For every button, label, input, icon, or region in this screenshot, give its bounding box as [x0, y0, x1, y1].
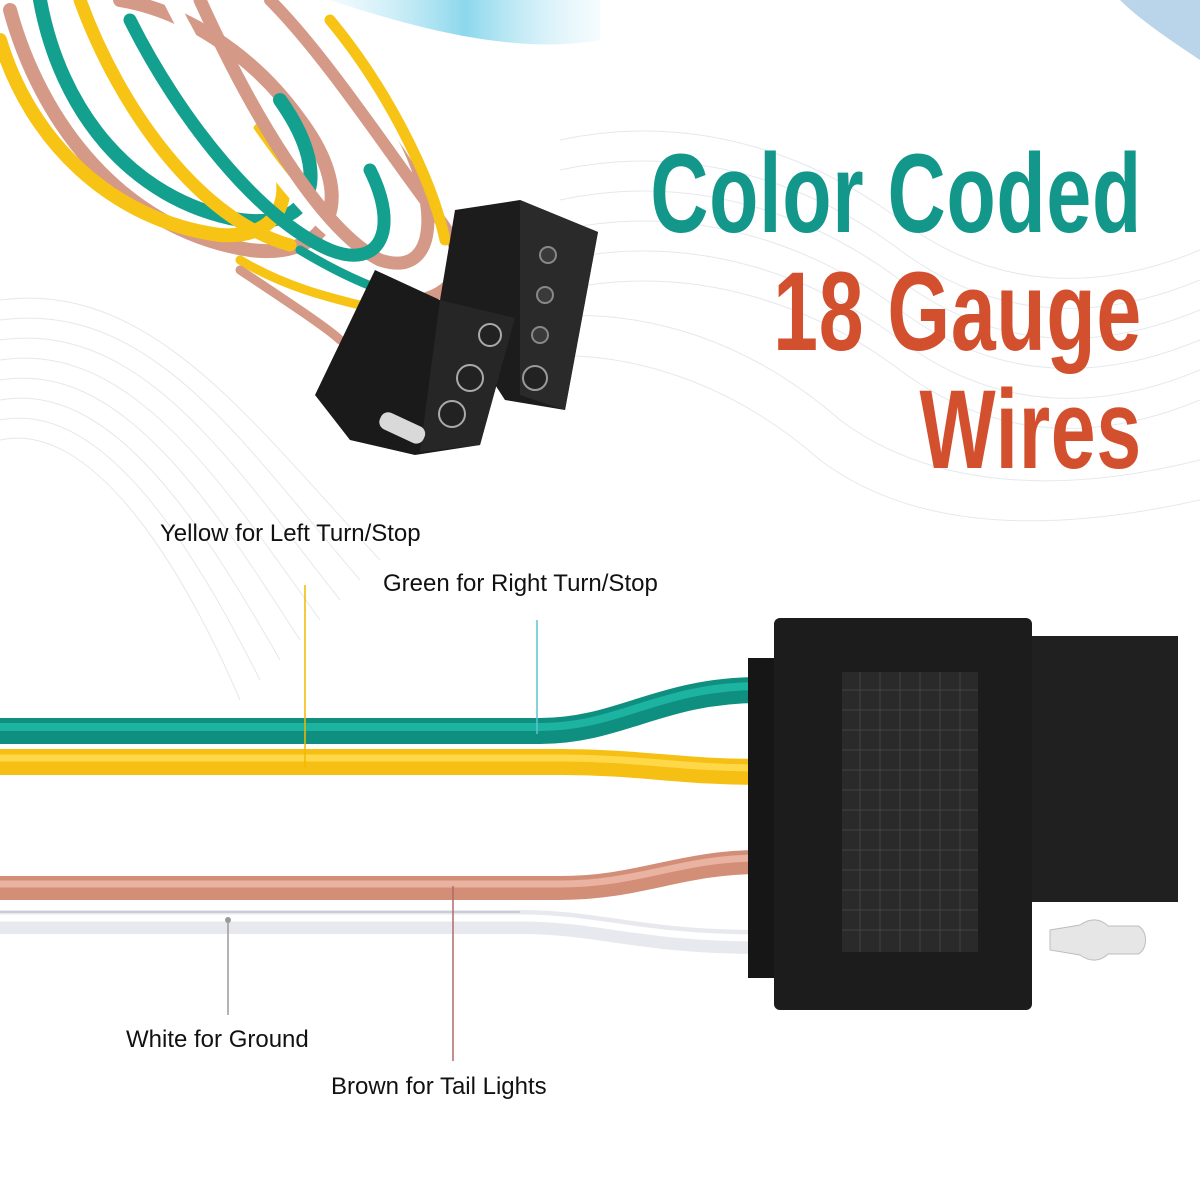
label-green-wire: Green for Right Turn/Stop — [383, 570, 658, 597]
white-wire — [0, 910, 761, 954]
brown-wire — [0, 850, 761, 900]
headline-wires: Wires — [919, 367, 1142, 492]
connector-male-small — [315, 270, 515, 455]
headline: Color Coded 18 Gauge Wires — [650, 138, 1142, 486]
label-white-wire: White for Ground — [126, 1026, 309, 1053]
label-yellow-wire: Yellow for Left Turn/Stop — [160, 520, 421, 547]
connector-large — [748, 618, 1178, 1010]
headline-color-coded: Color Coded — [650, 131, 1142, 256]
headline-gauge: 18 Gauge — [773, 249, 1142, 374]
yellow-wire — [0, 749, 761, 785]
label-brown-wire: Brown for Tail Lights — [331, 1073, 547, 1100]
